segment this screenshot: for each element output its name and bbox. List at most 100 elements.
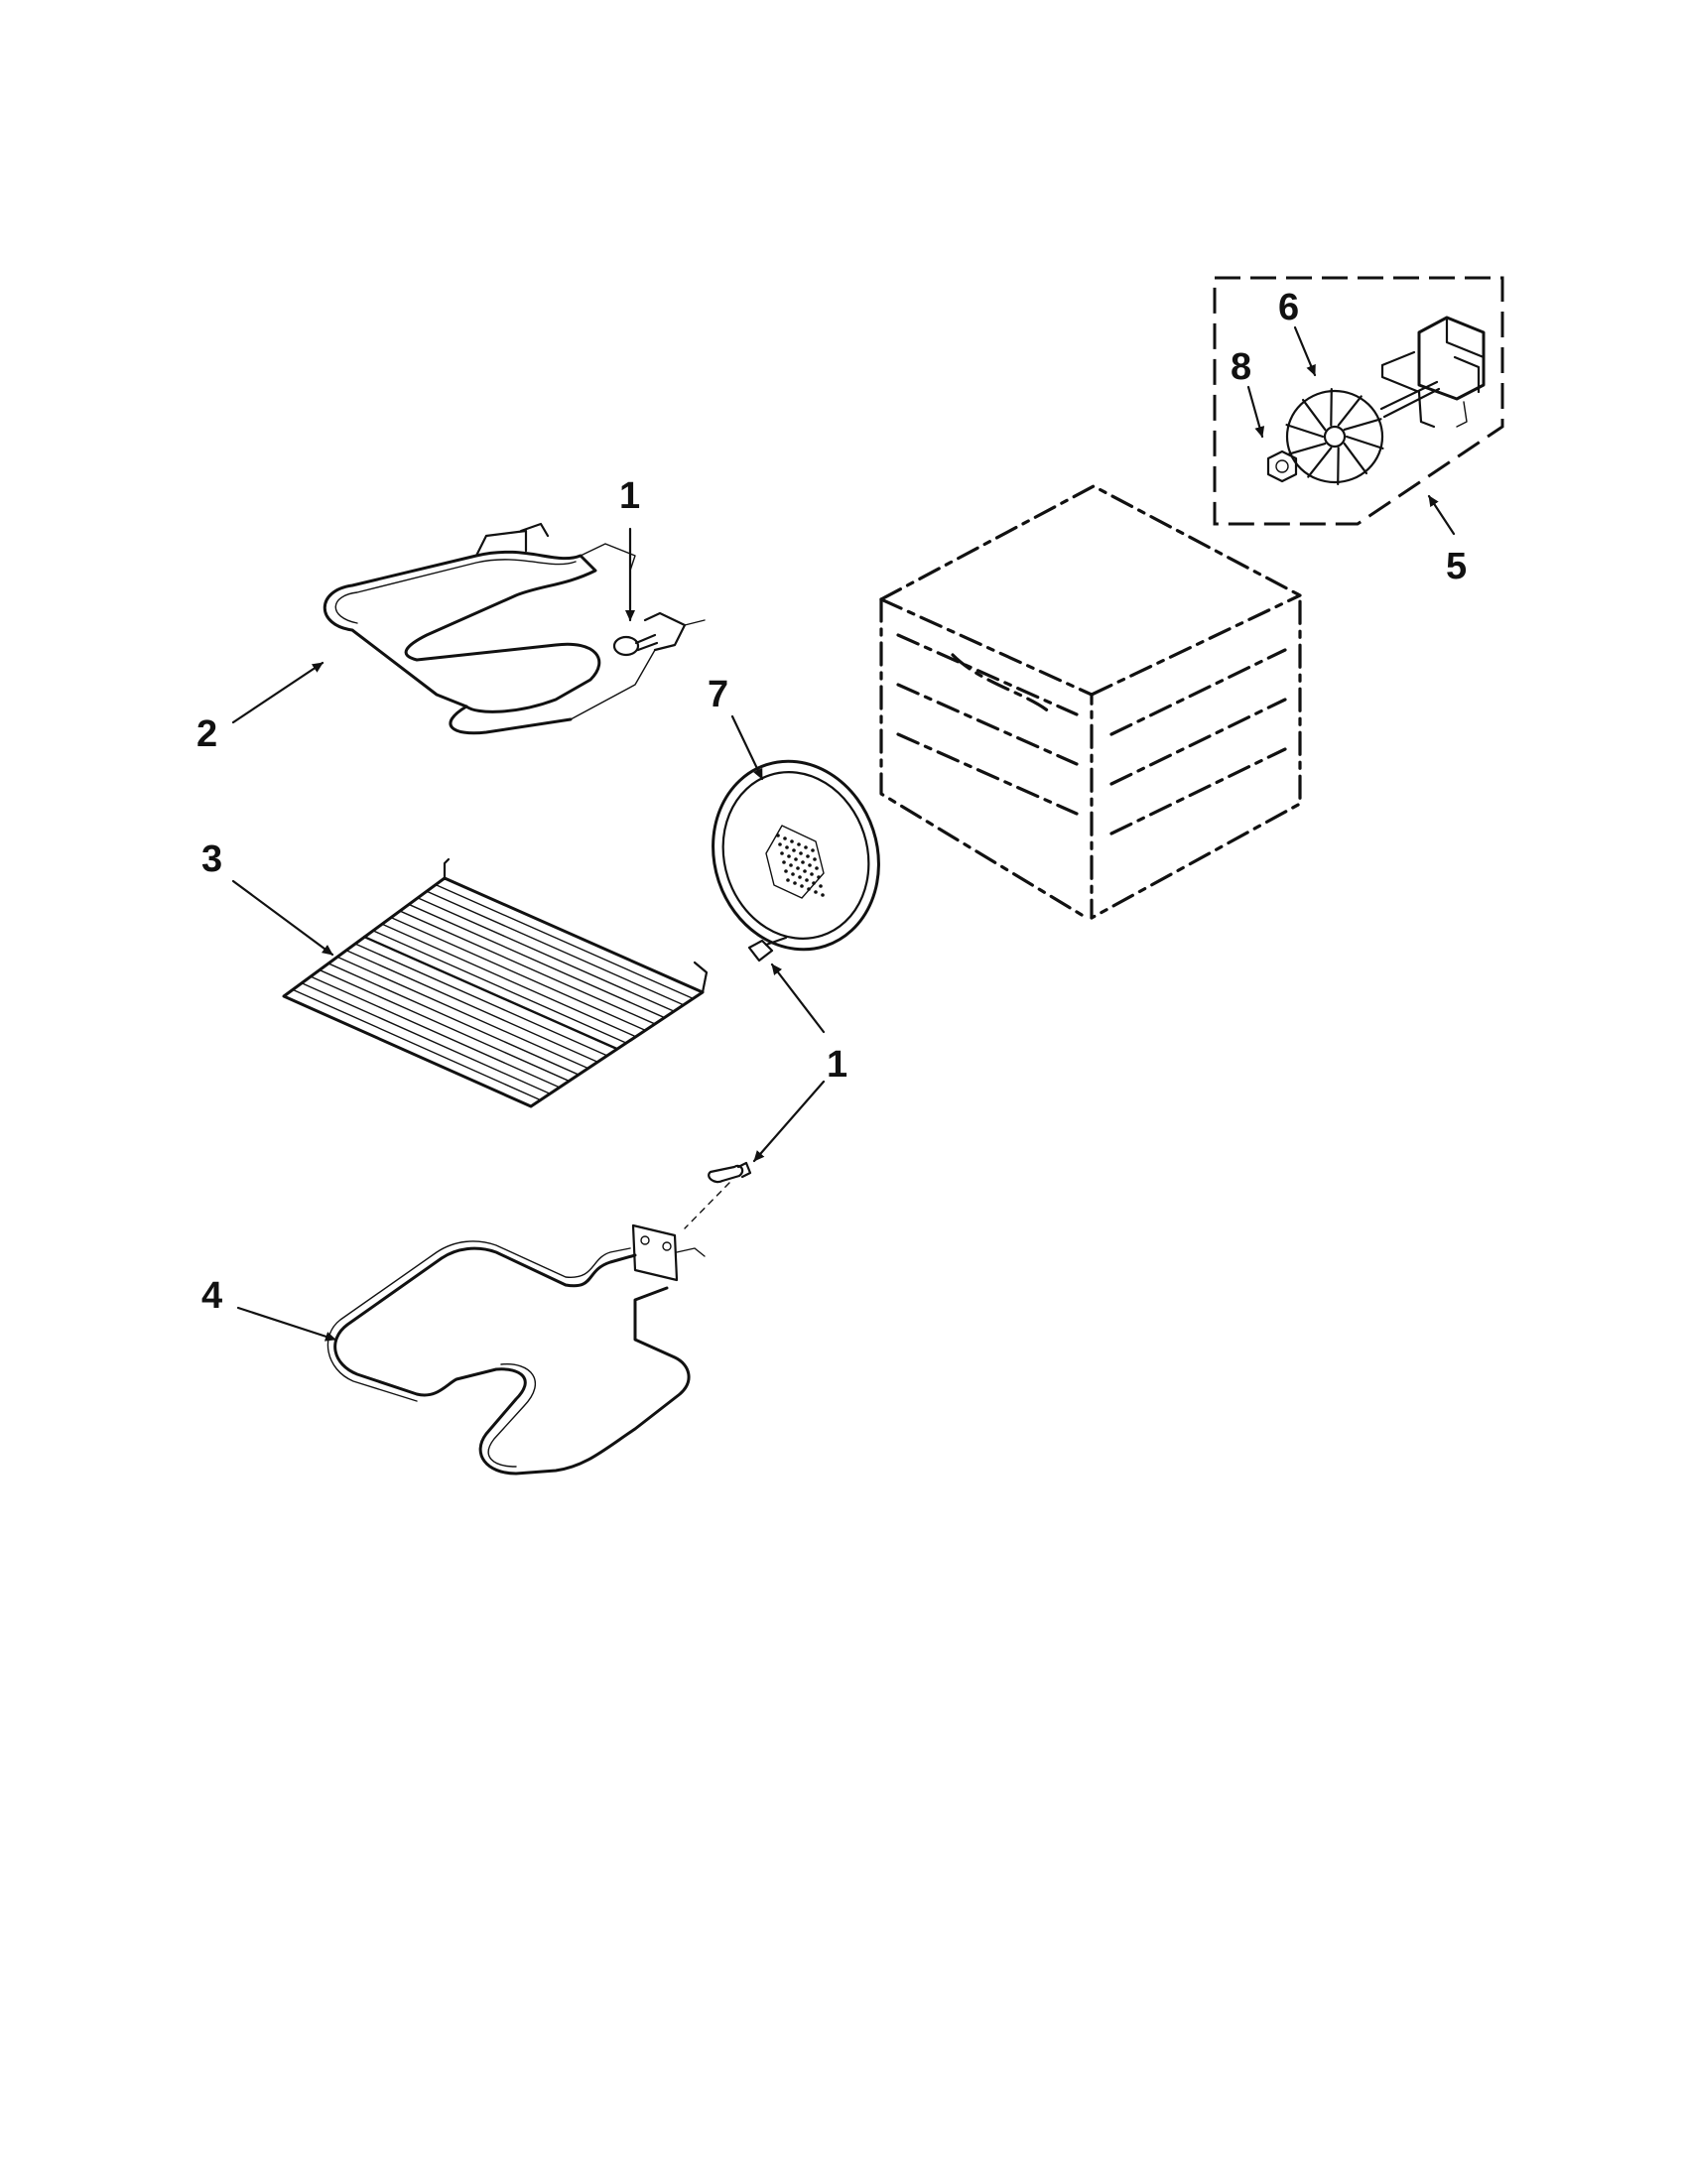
perforation-dot [803, 869, 807, 873]
fan-ring [1285, 389, 1384, 484]
fan-vane [1287, 442, 1327, 455]
fan-assembly-box [1213, 276, 1504, 526]
perforation-dot [813, 857, 817, 861]
perforation-dot [780, 851, 784, 855]
perforation-dot [787, 854, 791, 858]
perforation-dot [801, 860, 805, 864]
perforation-dot [810, 872, 814, 876]
rack-bar [345, 950, 598, 1063]
callout-1-top: 1 [619, 475, 640, 517]
perforation-dot [786, 878, 790, 882]
leader-6 [1293, 325, 1317, 377]
rack-bar [327, 963, 580, 1076]
fan-vane [1345, 435, 1384, 450]
leader-7 [730, 714, 764, 781]
callout-4: 4 [201, 1275, 222, 1317]
rack-bar [426, 890, 685, 1006]
fan-vane [1285, 424, 1325, 439]
perforation-dot [815, 866, 819, 870]
fan-vane [1343, 442, 1368, 475]
rack-bar [319, 968, 571, 1083]
fan-cover [712, 759, 880, 952]
perforation-dot [807, 887, 811, 891]
fan-vane [1330, 387, 1333, 427]
callout-1-mid: 1 [827, 1044, 847, 1086]
perforation-dot [776, 834, 780, 837]
perforation-dot [819, 884, 823, 888]
cover-screw [747, 936, 788, 963]
perforation-dot [794, 857, 798, 861]
perforation-dot [821, 893, 825, 897]
perforation-dot [797, 842, 801, 846]
rack-bar [390, 916, 647, 1032]
cover-perforations [776, 834, 825, 897]
nut [1266, 450, 1298, 483]
leader-2 [231, 661, 325, 724]
callout-7: 7 [708, 674, 728, 715]
fan-vane [1343, 418, 1382, 432]
callout-labels: 1 2 3 4 5 6 8 7 1 [196, 287, 1467, 1317]
rack-bar [301, 982, 551, 1094]
terminal-screw-lower [684, 1161, 752, 1229]
perforation-dot [784, 869, 788, 873]
fan-vane [1337, 447, 1340, 486]
callout-2: 2 [196, 713, 217, 755]
fan-vane [1337, 395, 1363, 427]
perforation-dot [808, 863, 812, 867]
bake-element [326, 1223, 706, 1476]
leader-4 [236, 1306, 337, 1342]
fan-blade [1285, 387, 1384, 486]
perforation-dot [778, 842, 782, 846]
perforation-dot [791, 872, 795, 876]
fan-hub [1323, 425, 1347, 449]
perforation-dot [805, 878, 809, 882]
perforation-dot [782, 860, 786, 864]
fan-vane [1307, 447, 1333, 478]
leader-8 [1246, 385, 1265, 439]
callout-5: 5 [1446, 546, 1467, 587]
leader-5 [1427, 494, 1456, 536]
rack-bar [292, 988, 542, 1101]
oven-cavity [879, 484, 1302, 920]
fan-motor [1379, 316, 1486, 429]
callout-8: 8 [1231, 346, 1251, 388]
perforation-dot [804, 845, 808, 849]
leader-1-mid-a [770, 963, 826, 1034]
perforation-dot [800, 884, 804, 888]
leader-1-mid-b [752, 1080, 826, 1163]
rack-bar [372, 930, 627, 1044]
perforation-dot [798, 875, 802, 879]
perforation-dot [783, 836, 787, 840]
rack-bar [408, 903, 666, 1019]
perforation-dot [817, 875, 821, 879]
rack-bar [399, 910, 656, 1025]
leader-lines [231, 325, 1456, 1342]
perforation-dot [806, 854, 810, 858]
oven-rack [282, 857, 709, 1108]
perforation-dot [799, 851, 803, 855]
rack-bar [435, 883, 695, 1000]
rack-bar [354, 943, 608, 1057]
perforation-dot [785, 845, 789, 849]
perforation-dot [789, 863, 793, 867]
perforation-dot [792, 848, 796, 852]
perforation-dot [790, 839, 794, 843]
terminal-screw-upper [612, 633, 659, 657]
rack-bar [336, 956, 589, 1070]
fan-vane [1301, 398, 1327, 432]
perforation-dot [796, 866, 800, 870]
rack-crossbar [362, 935, 619, 1051]
rack-bars [292, 883, 695, 1101]
rack-bar [310, 975, 561, 1089]
broil-element [323, 522, 706, 735]
perforation-dot [793, 881, 797, 885]
perforation-dot [812, 881, 816, 885]
perforation-dot [811, 848, 815, 852]
callout-6: 6 [1278, 287, 1299, 328]
perforation-dot [814, 890, 818, 894]
rack-bar [381, 923, 637, 1038]
rack-bar [417, 897, 675, 1012]
leader-3 [231, 879, 334, 957]
callout-3: 3 [201, 838, 222, 880]
